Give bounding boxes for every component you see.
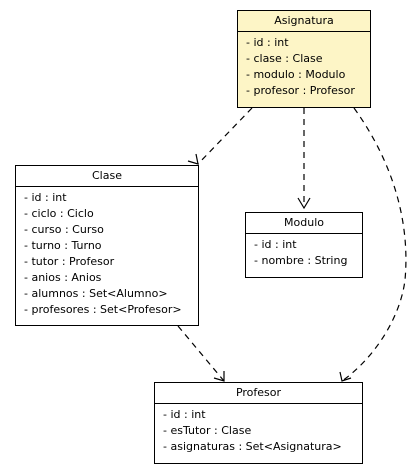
arrowhead-profesor <box>339 371 352 382</box>
attribute: - nombre : String <box>254 254 348 267</box>
attribute: - clase : Clase <box>246 52 323 65</box>
attribute: - asignaturas : Set<Asignatura> <box>163 440 342 453</box>
attribute: - modulo : Modulo <box>246 68 346 81</box>
attribute: - id : int <box>246 36 289 49</box>
attribute: - id : int <box>163 408 206 421</box>
attribute: - ciclo : Ciclo <box>24 207 94 220</box>
attribute: - alumnos : Set<Alumno> <box>24 287 168 300</box>
class-profesor-attributes: - id : int - esTutor : Clase - asignatur… <box>155 404 362 459</box>
edge-asignatura-profesor <box>341 107 407 382</box>
edge-asignatura-clase <box>197 107 253 165</box>
attribute: - profesores : Set<Profesor> <box>24 303 182 316</box>
class-modulo-attributes: - id : int - nombre : String <box>246 234 362 273</box>
arrowhead-profesor-from-clase <box>213 371 225 382</box>
arrowhead-modulo <box>297 197 311 210</box>
class-clase-name: Clase <box>16 166 198 187</box>
class-profesor-name: Profesor <box>155 383 362 404</box>
attribute: - esTutor : Clase <box>163 424 252 437</box>
class-asignatura-name: Asignatura <box>238 11 370 32</box>
attribute: - profesor : Profesor <box>246 84 355 97</box>
class-clase[interactable]: Clase - id : int - ciclo : Ciclo - curso… <box>15 165 199 326</box>
class-modulo[interactable]: Modulo - id : int - nombre : String <box>245 212 363 278</box>
attribute: - turno : Turno <box>24 239 102 252</box>
class-clase-attributes: - id : int - ciclo : Ciclo - curso : Cur… <box>16 187 198 322</box>
attribute: - id : int <box>24 191 67 204</box>
attribute: - curso : Curso <box>24 223 104 236</box>
attribute: - id : int <box>254 238 297 251</box>
class-profesor[interactable]: Profesor - id : int - esTutor : Clase - … <box>154 382 363 464</box>
attribute: - anios : Anios <box>24 271 102 284</box>
class-modulo-name: Modulo <box>246 213 362 234</box>
edge-clase-profesor <box>177 325 225 382</box>
class-asignatura-attributes: - id : int - clase : Clase - modulo : Mo… <box>238 32 370 103</box>
arrowhead-clase <box>187 153 199 165</box>
attribute: - tutor : Profesor <box>24 255 115 268</box>
class-asignatura[interactable]: Asignatura - id : int - clase : Clase - … <box>237 10 371 108</box>
